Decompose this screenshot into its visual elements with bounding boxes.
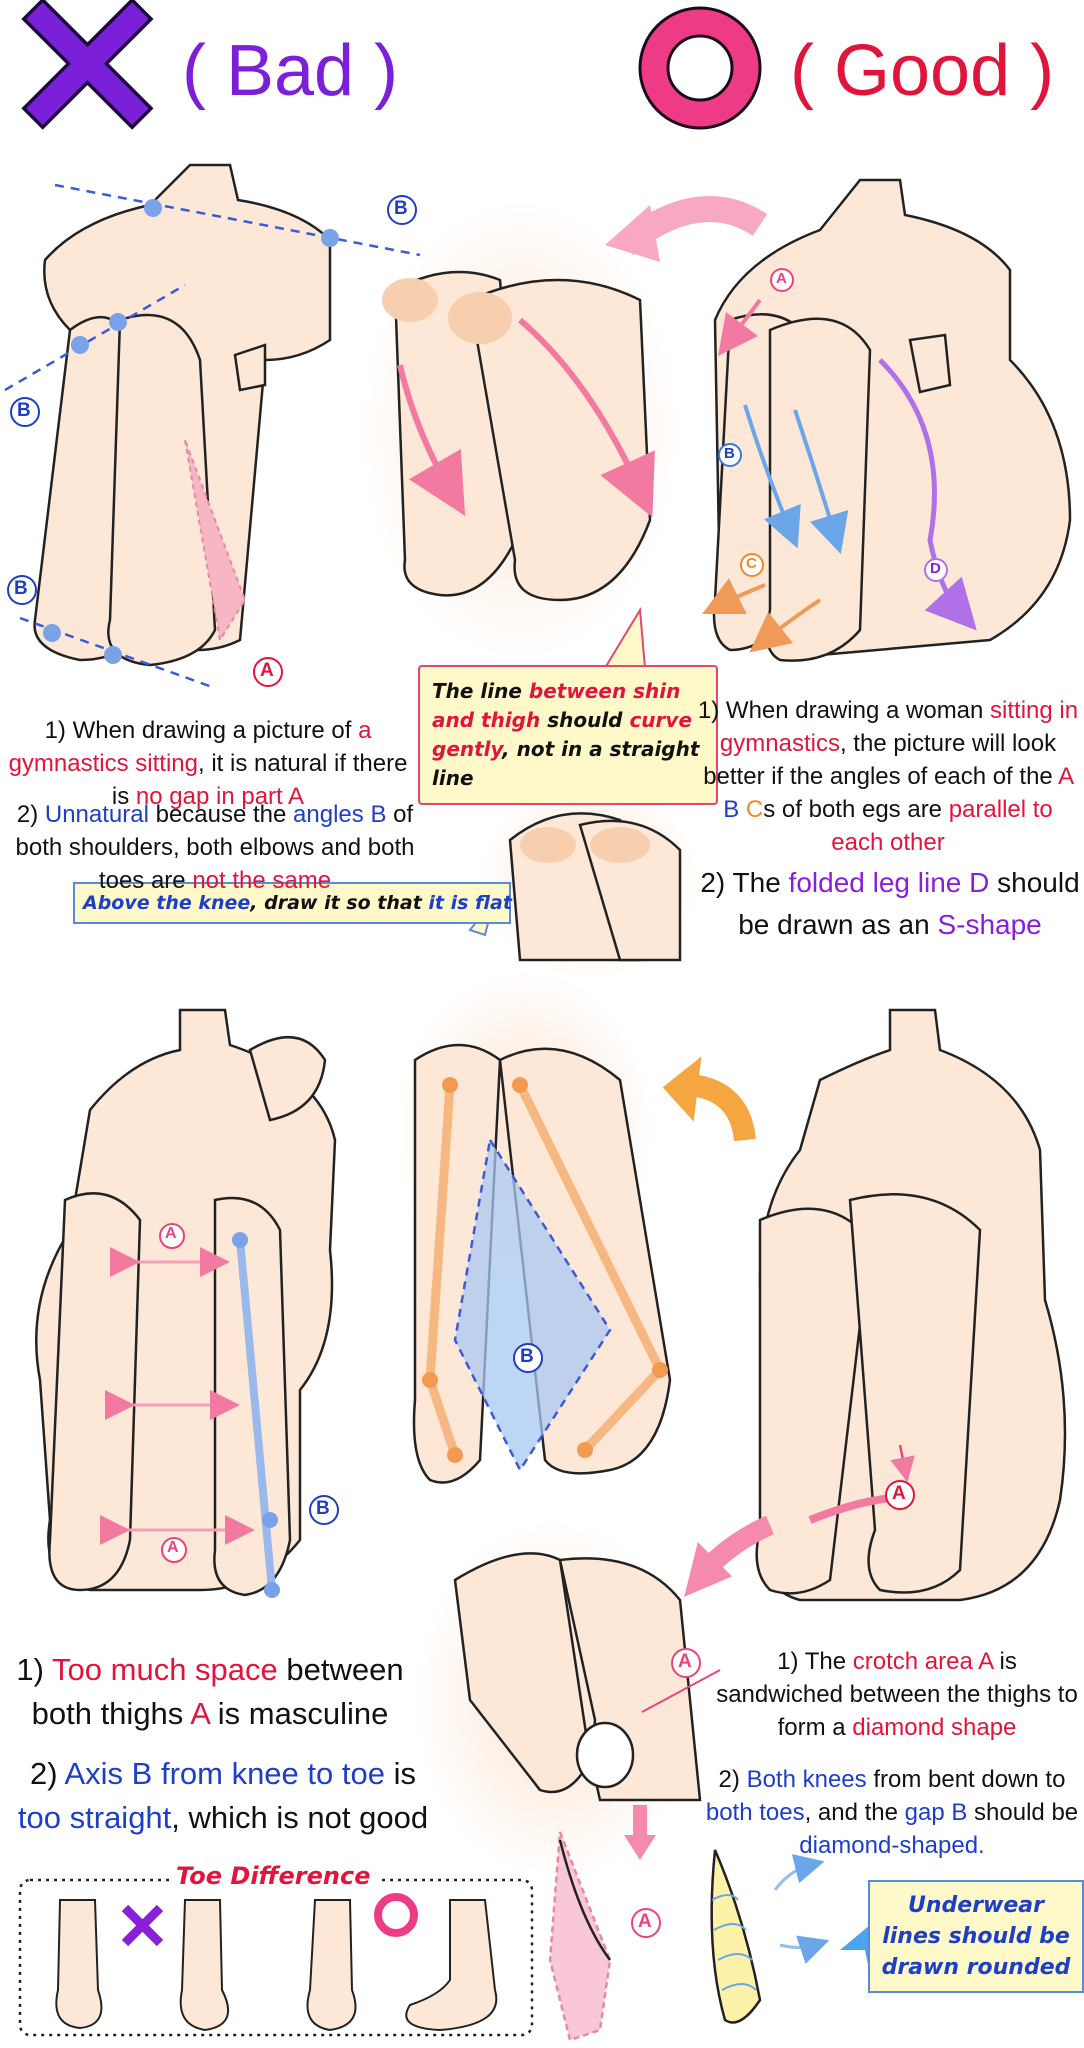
- bad-axis-line: [232, 1232, 280, 1598]
- bottom-bad-note-2: 2) Axis B from knee to toe is too straig…: [17, 1756, 429, 1835]
- good-squat-figure: [755, 1008, 1067, 1602]
- good-note-2: 2) The folded leg line D should be drawn…: [700, 867, 1080, 940]
- toe-bad-x-icon: [121, 1904, 164, 1947]
- crotch-closeup: [453, 1552, 702, 1802]
- mark-a-1: A: [260, 660, 274, 681]
- bottom-good-note-2: 2) Both knees from bent down to both toe…: [705, 1766, 1079, 1859]
- bad-header: ( Bad ): [182, 31, 399, 111]
- good-parallel-arrows: [702, 298, 977, 653]
- good-sitting-figure: [712, 178, 1072, 662]
- knee-closeup: [508, 812, 682, 962]
- toe-good-circle-icon: [374, 1893, 418, 1937]
- bad-note-1: 1) When drawing a picture of a gymnastic…: [8, 717, 408, 810]
- bad-sitting-figure: [33, 163, 332, 667]
- mark-a-4: A: [167, 1539, 179, 1556]
- mark-b-6: B: [520, 1346, 534, 1367]
- mark-b-1: B: [394, 198, 408, 219]
- good-header: ( Good ): [790, 31, 1055, 111]
- orange-transition-arrow: [688, 1074, 756, 1142]
- mark-a-3: A: [165, 1225, 177, 1242]
- mark-b-4: B: [724, 445, 735, 462]
- bad-angle-points: [43, 199, 339, 664]
- bad-note-2: 2) Unnatural because the angles B of bot…: [15, 801, 415, 894]
- mark-d-1: D: [930, 560, 941, 577]
- bottom-good-note-1: 1) The crotch area A is sandwiched betwe…: [716, 1648, 1078, 1741]
- toe-difference-title: Toe Difference: [170, 1862, 377, 1890]
- toe-feet: [55, 1899, 498, 2032]
- gap-diamond: [453, 1136, 612, 1473]
- mark-badges: [7, 195, 948, 1938]
- bad-squat-figure: [35, 1008, 337, 1597]
- knee-callout: Above the knee, draw it so that it is fl…: [73, 882, 512, 924]
- underwear-callout: Underwear lines should be drawn rounded: [868, 1880, 1084, 1993]
- mark-b-2: B: [17, 400, 31, 421]
- mark-a-7: A: [638, 1911, 652, 1932]
- middle-curve-arrows: [397, 317, 655, 518]
- shin-thigh-callout: The line between shin and thigh should c…: [418, 665, 718, 805]
- underwear-good-detail: [710, 1849, 762, 2024]
- good-circle-icon: [638, 6, 762, 130]
- mark-b-3: B: [14, 578, 28, 599]
- mark-a-6: A: [678, 1651, 692, 1672]
- mark-a-2: A: [776, 270, 787, 287]
- bad-x-icon: [21, 0, 154, 130]
- bottom-bad-note-1: 1) Too much space between both thighs A …: [16, 1652, 404, 1731]
- bad-space-arrows: [100, 1247, 255, 1545]
- mark-b-5: B: [316, 1498, 330, 1519]
- mark-a-5: A: [892, 1483, 906, 1504]
- underwear-bad-detail: [548, 1831, 612, 2042]
- toe-difference-box: [18, 1878, 534, 2037]
- mark-c-1: C: [746, 555, 757, 572]
- good-note-1: 1) When drawing a woman sitting in gymna…: [697, 697, 1079, 856]
